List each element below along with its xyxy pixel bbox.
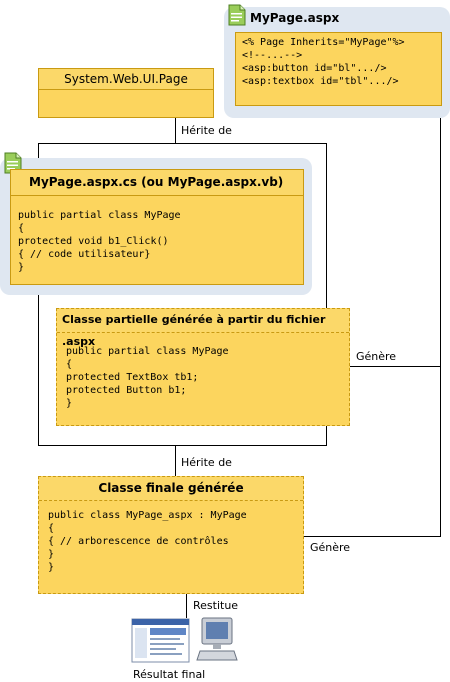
- system-page-title: System.Web.UI.Page: [39, 69, 213, 90]
- system-page-box: System.Web.UI.Page: [38, 68, 214, 118]
- partial-class-line-1: public partial class MyPage: [66, 346, 229, 357]
- code-behind-line-5: }: [18, 262, 25, 273]
- computer-icon: [196, 617, 238, 661]
- aspx-code-line-2: <!--...-->: [242, 50, 303, 61]
- final-class-line-2: {: [48, 523, 55, 534]
- container-top: [38, 143, 327, 144]
- container-bottom: [38, 445, 327, 446]
- code-behind-line-4: { // code utilisateur}: [18, 249, 151, 260]
- inherits-label-1: Hérite de: [181, 124, 232, 137]
- connector-container-to-final: [175, 446, 176, 476]
- partial-class-line-4: protected Button b1;: [66, 385, 187, 396]
- partial-class-line-2: {: [66, 359, 73, 370]
- final-class-line-1: public class MyPage_aspx : MyPage: [48, 510, 247, 521]
- generates-label-2: Génère: [310, 541, 351, 554]
- aspx-file-icon: [228, 4, 246, 26]
- renders-label: Restitue: [193, 599, 239, 612]
- connector-aspx-to-final: [304, 536, 441, 537]
- final-class-line-5: }: [48, 562, 55, 573]
- partial-class-line-3: protected TextBox tb1;: [66, 372, 199, 383]
- code-behind-box: MyPage.aspx.cs (ou MyPage.aspx.vb) publi…: [10, 169, 304, 285]
- code-behind-file-icon: [4, 152, 22, 174]
- partial-class-title: Classe partielle générée à partir du fic…: [57, 309, 349, 348]
- connector-final-to-result: [186, 594, 187, 618]
- final-class-line-3: { // arborescence de contrôles: [48, 536, 229, 547]
- code-behind-line-3: protected void b1_Click(): [18, 236, 169, 247]
- connector-page-down: [175, 118, 176, 144]
- final-class-line-4: }: [48, 549, 55, 560]
- connector-aspx-vertical: [440, 118, 441, 537]
- aspx-code-line-4: <asp:textbox id="tbl".../>: [242, 76, 399, 87]
- aspx-file-code-box: <% Page Inherits="MyPage"%> <!--...--> <…: [235, 32, 442, 106]
- container-right: [326, 143, 327, 446]
- aspx-code-line-1: <% Page Inherits="MyPage"%>: [242, 37, 405, 48]
- code-behind-title: MyPage.aspx.cs (ou MyPage.aspx.vb): [11, 170, 303, 196]
- final-class-box: Classe finale générée public class MyPag…: [38, 476, 304, 594]
- partial-class-line-5: }: [66, 398, 73, 409]
- inherits-label-2: Hérite de: [181, 456, 232, 469]
- browser-page-icon: [131, 618, 190, 663]
- partial-class-box: Classe partielle générée à partir du fic…: [56, 308, 350, 426]
- final-class-title: Classe finale générée: [39, 477, 303, 501]
- result-label: Résultat final: [133, 668, 206, 681]
- generates-label-1: Génère: [356, 350, 397, 363]
- code-behind-line-1: public partial class MyPage: [18, 210, 181, 221]
- aspx-code-line-3: <asp:button id="bl".../>: [242, 63, 387, 74]
- aspx-file-title: MyPage.aspx: [250, 11, 340, 25]
- connector-aspx-to-partial: [350, 366, 441, 367]
- code-behind-line-2: {: [18, 223, 25, 234]
